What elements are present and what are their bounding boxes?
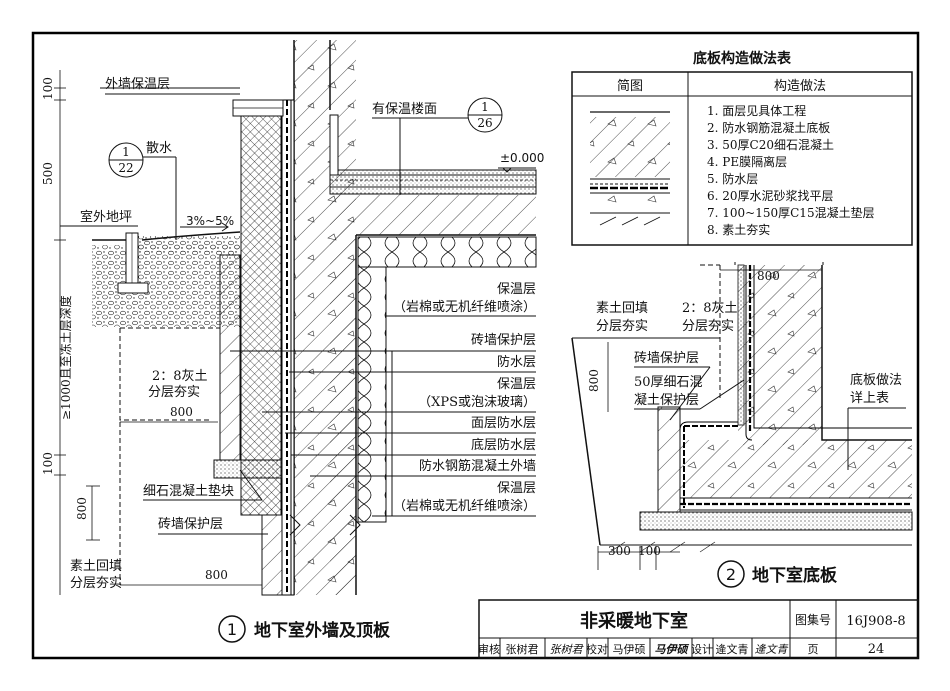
design-label: 设计 [691,643,713,656]
reviewer-name: 张树君 [506,642,539,656]
construction-table: 底板构造做法表 简图 构造做法 1. 面层见具体工程 2. 防水钢筋混凝土底板 … [571,50,913,246]
sanshui-label: 散水 [146,141,172,156]
ceiling-insulation [357,236,537,268]
backfill-label: 素土回填 [70,559,122,574]
atlas-label: 图集号 [795,612,831,627]
table-header-sketch: 简图 [617,78,643,94]
checker-name: 马伊硕 [613,643,646,656]
d2-backfill-label: 素土回填 [596,301,648,316]
d2-dim-800-top: 800 [757,269,780,283]
table-row-1: 1. 面层见具体工程 [707,103,806,118]
detail-1-number: 1 [227,620,237,639]
table-row-7: 7. 100~150厚C15混凝土垫层 [707,205,875,220]
wall-interior-insulation [357,266,387,523]
ref-a-sheet: 22 [118,161,133,175]
detail-2: 800 素土回填 分层夯实 2：8灰土 分层夯实 800 砖墙保护层 50厚细石… [571,262,913,588]
ref-b-num: 1 [481,100,489,114]
pad-label: 细石混凝土垫块 [143,483,234,499]
layer-label-7: 面层防水层 [471,415,536,431]
layer-label-1: 保温层 [497,282,536,297]
d2-backfill-label-2: 分层夯实 [596,319,648,334]
layer-label-11: （岩棉或无机纤维喷涂） [393,498,536,514]
checker-signature: 马伊硕 [655,643,690,656]
detail-1-title: 地下室外墙及顶板 [254,620,391,641]
table-sketch [590,111,670,226]
table-row-6: 6. 20厚水泥砂浆找平层 [707,188,834,203]
table-header-method: 构造做法 [774,79,826,94]
d2-dim-100: 100 [638,544,661,558]
detail-2-number-circle [717,560,745,588]
lime-soil-label-2: 分层夯实 [148,385,200,400]
layer-label-3: 砖墙保护层 [471,333,536,348]
detail-2-title: 地下室底板 [752,565,838,586]
d2-lime-soil-label: 2：8灰土 [682,301,738,316]
table-row-5: 5. 防水层 [707,171,758,186]
layer-label-2: （岩棉或无机纤维喷涂） [393,299,536,315]
brick-protect-label: 砖墙保护层 [158,517,223,532]
dim-500: 500 [41,162,55,185]
d2-fine-concrete-label-2: 凝土保护层 [634,392,699,408]
dim-800-v: 800 [75,497,89,520]
detail-1-number-circle [218,615,246,643]
detail-1: 100 500 ≥1000且至冻土层深度 100 800 外墙保温层 1 22 … [41,40,544,643]
frost-depth-label: ≥1000且至冻土层深度 [58,295,73,420]
ref-a-num: 1 [122,145,130,159]
title-block: 非采暖地下室 图集号 16J908-8 审核 张树君 张树君 校对 马伊硕 马伊… [478,599,919,659]
page-number: 24 [868,642,885,657]
d2-dim-300: 300 [608,544,631,558]
d2-floor-method-label-2: 详上表 [850,391,889,406]
dim-800-h2: 800 [205,568,228,582]
designer-name: 逄文青 [716,642,749,656]
d2-fine-concrete-label: 50厚细石混 [634,375,703,390]
d2-floor-method-label: 底板做法 [850,372,902,388]
floor-slab [330,195,536,235]
page-label: 页 [808,643,819,656]
d2-brick-protect-label: 砖墙保护层 [634,351,699,366]
insul-floor-label: 有保温楼面 [372,102,437,117]
layer-label-10: 保温层 [497,481,536,496]
d2-dim-800-v: 800 [587,369,601,392]
outdoor-ground-label: 室外地坪 [80,209,132,225]
ref-b-sheet: 26 [477,116,492,130]
sheet-border [31,31,920,660]
dim-800-h1: 800 [170,405,193,419]
layer-label-5: 保温层 [497,377,536,392]
table-row-2: 2. 防水钢筋混凝土底板 [707,120,830,135]
layer-labels: 保温层 （岩棉或无机纤维喷涂） 砖墙保护层 防水层 保温层 （XPS或泡沫玻璃）… [230,282,536,517]
concrete-pad [213,459,283,479]
reviewer-signature: 张树君 [550,643,585,656]
backfill-label-2: 分层夯实 [70,576,122,591]
title-block-title: 非采暖地下室 [580,610,688,632]
outdoor-gravel [92,245,240,327]
slope-label: 3%~5% [186,214,234,228]
table-row-4: 4. PE膜隔离层 [707,154,787,169]
layer-label-6: （XPS或泡沫玻璃） [418,395,536,410]
table-title: 底板构造做法表 [693,50,792,67]
designer-signature: 逄文青 [755,643,789,656]
elevation-label: ±0.000 [500,151,544,165]
floor-topping [329,169,537,195]
detail-2-number: 2 [726,565,736,584]
layer-label-9: 防水钢筋混凝土外墙 [419,458,536,474]
exterior-insulation [240,114,282,516]
ext-insulation-label: 外墙保温层 [105,77,170,92]
table-row-3: 3. 50厚C20细石混凝土 [707,137,834,152]
atlas-no: 16J908-8 [846,614,905,629]
dim-100-b: 100 [41,452,55,475]
d2-lime-soil-label-2: 分层夯实 [682,319,734,334]
dim-100-a: 100 [41,77,55,100]
lime-soil-label: 2：8灰土 [152,369,208,384]
review-label: 审核 [478,642,500,656]
check-label: 校对 [586,642,608,656]
table-row-8: 8. 素土夯实 [707,222,770,237]
layer-label-4: 防水层 [497,354,536,370]
layer-label-8: 底层防水层 [471,437,536,453]
